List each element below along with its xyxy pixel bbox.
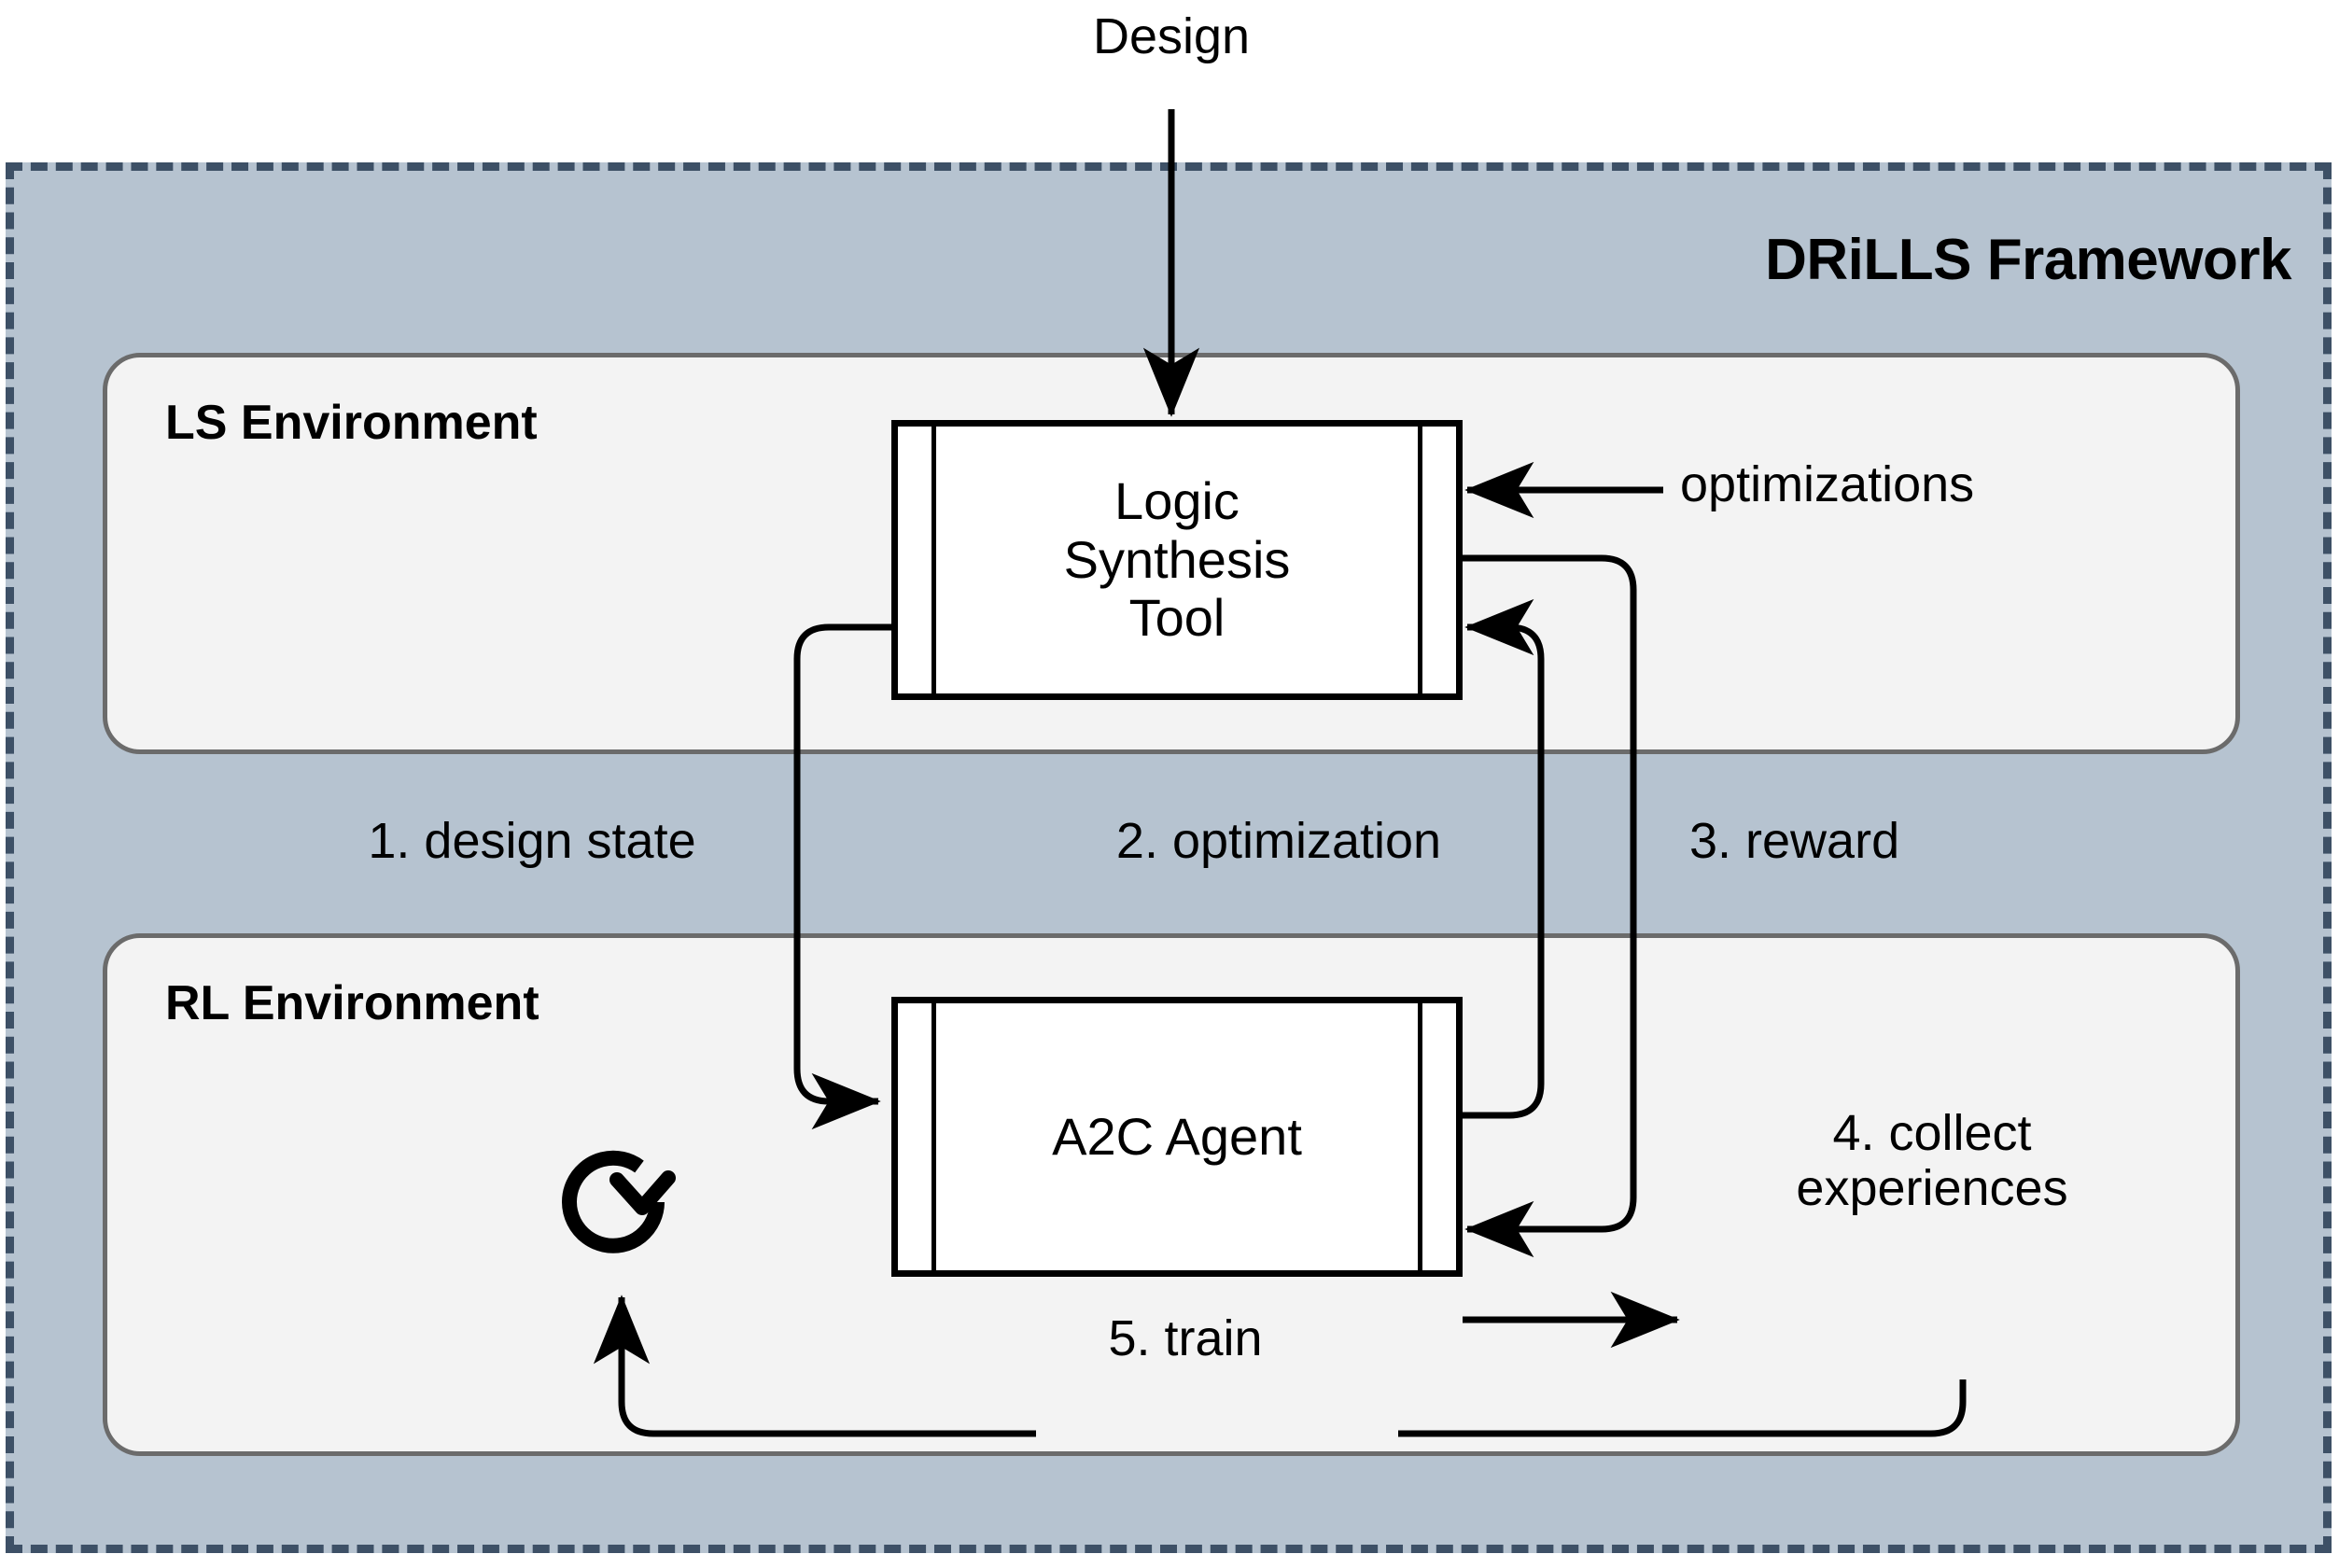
a2c-agent-label: A2C Agent	[1052, 1106, 1302, 1166]
logic-synthesis-tool-label: Logic Synthesis Tool	[1063, 470, 1291, 648]
ls-environment-title: LS Environment	[165, 396, 538, 450]
label-step-3-reward: 3. reward	[1689, 813, 1900, 869]
framework-title: DRiLLS Framework	[1765, 228, 2291, 292]
label-step-5-train: 5. train	[1108, 1310, 1263, 1366]
label-step-2-optimization: 2. optimization	[1115, 813, 1442, 869]
refresh-loop-icon	[562, 1150, 676, 1253]
label-step-1-design-state: 1. design state	[368, 813, 696, 869]
label-design: Design	[1092, 8, 1251, 64]
rl-environment-title: RL Environment	[165, 976, 539, 1030]
label-step-4-collect-experiences: 4. collect experiences	[1796, 1105, 2068, 1217]
label-optimizations: optimizations	[1680, 456, 1975, 512]
node-a2c-agent[interactable]: A2C Agent	[891, 997, 1463, 1277]
node-logic-synthesis-tool[interactable]: Logic Synthesis Tool	[891, 420, 1463, 700]
